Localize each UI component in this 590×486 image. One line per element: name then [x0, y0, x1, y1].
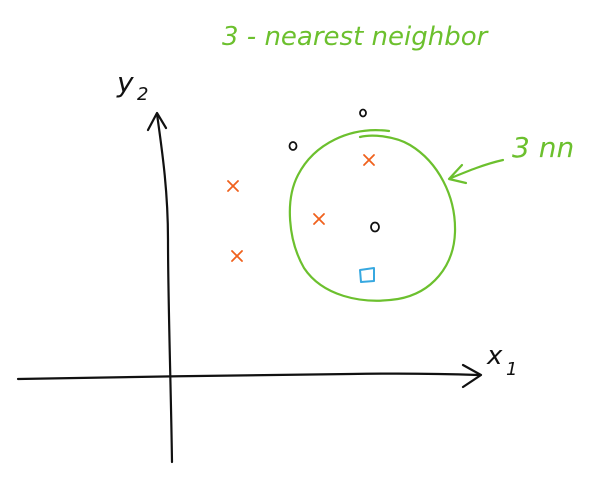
o-mark	[370, 221, 380, 233]
x-axis	[16, 372, 480, 381]
annotation-arrowhead	[447, 163, 468, 185]
y-axis-subscript: 2	[137, 84, 148, 105]
x-axis-subscript: 1	[506, 359, 517, 380]
x-mark	[231, 250, 243, 262]
y-axis-label: y	[116, 66, 134, 99]
y-axis	[155, 112, 174, 464]
y-axis-arrowhead	[146, 111, 168, 132]
query-point-square	[359, 267, 375, 283]
x-mark	[227, 180, 239, 192]
x-axis-label: x	[486, 341, 503, 371]
o-mark	[359, 108, 367, 118]
o-mark	[288, 141, 298, 151]
x-mark	[363, 154, 375, 166]
annotation-label: 3 nn	[512, 131, 574, 164]
x-axis-arrowhead	[461, 363, 483, 389]
neighborhood-circle	[288, 129, 457, 302]
diagram-title: 3 - nearest neighbor	[222, 22, 490, 52]
x-mark	[313, 213, 325, 225]
annotation-arrow	[449, 158, 505, 180]
